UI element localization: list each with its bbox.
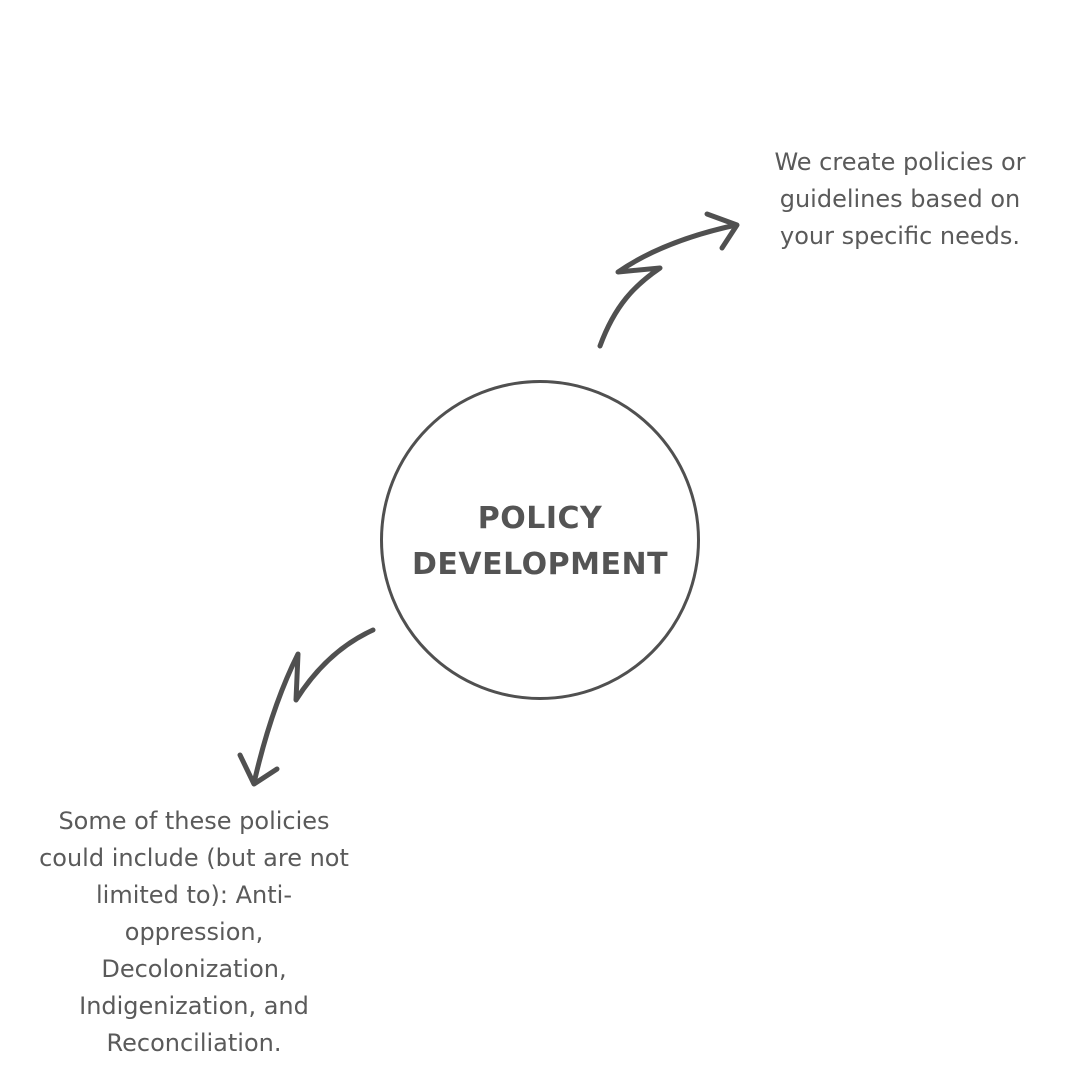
- note-bottom-left: Some of these policies could include (bu…: [39, 807, 349, 1057]
- center-circle: POLICY DEVELOPMENT: [380, 380, 700, 700]
- note-top-right: We create policies or guidelines based o…: [774, 148, 1026, 250]
- curved-arrow-down-left-icon: [237, 627, 376, 787]
- curved-arrow-up-right-icon: [597, 211, 740, 349]
- center-title: POLICY DEVELOPMENT: [411, 501, 669, 582]
